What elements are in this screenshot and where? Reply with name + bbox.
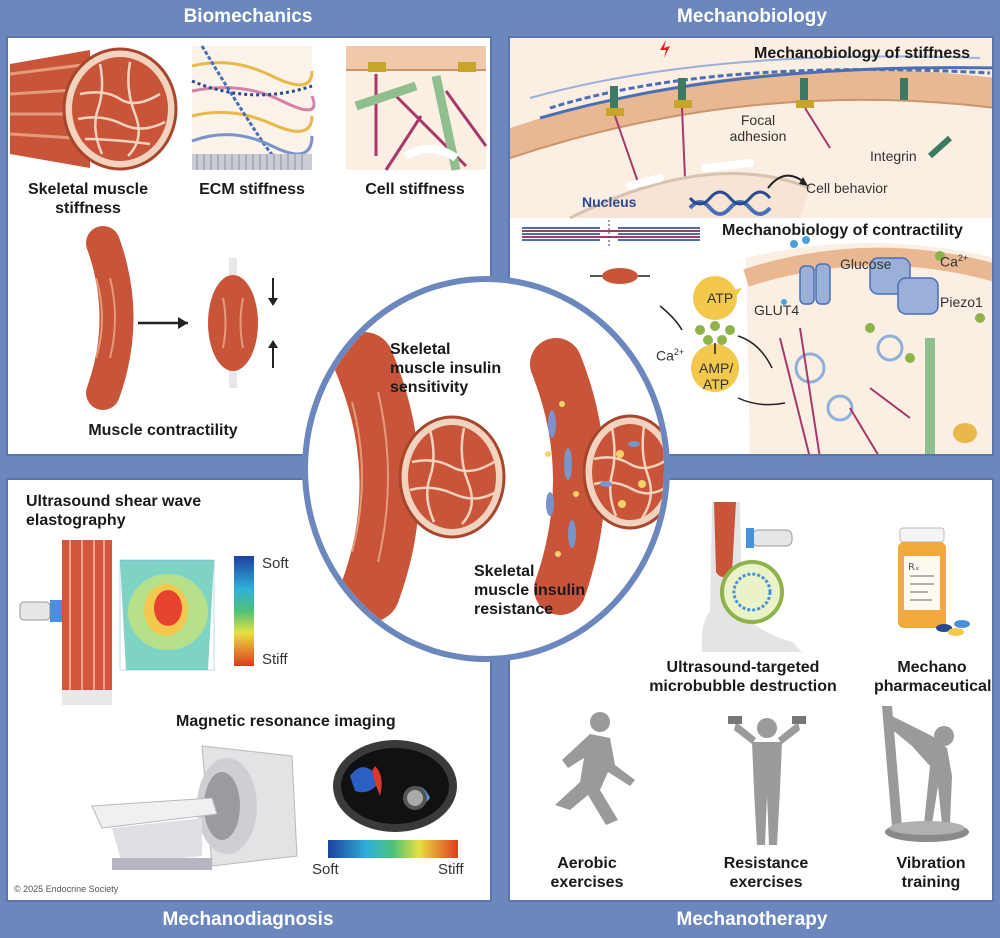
label-mechano-pharmaceuticals: Mechano pharmaceuticals <box>874 659 994 695</box>
label-glucose: Glucose <box>840 256 892 272</box>
elastography-illustration <box>19 540 215 705</box>
utmd-leg-illustration <box>701 502 802 652</box>
svg-text:Rₓ: Rₓ <box>908 562 919 573</box>
panel-biomechanics: Skeletal muscle stiffness ECM stiffness … <box>6 36 492 456</box>
panel-mechanotherapy: Ultrasound-targeted microbubble destruct… <box>508 478 994 902</box>
label-insulin-resistance: Skeletal muscle insulin resistance <box>474 563 586 618</box>
header-mechanotherapy: Mechanotherapy <box>676 909 828 930</box>
vibration-platform-silhouette <box>882 706 969 842</box>
title-mechanobiology-contractility: Mechanobiology of contractility <box>722 222 963 239</box>
label-nucleus: Nucleus <box>582 194 637 210</box>
label-insulin-sensitivity: Skeletal muscle insulin sensitivity <box>390 341 502 396</box>
header-biomechanics: Biomechanics <box>183 6 313 27</box>
label-atp: ATP <box>707 290 734 306</box>
title-mechanobiology-stiffness: Mechanobiology of stiffness <box>754 45 971 62</box>
elastography-colorbar <box>234 556 254 666</box>
contractility-pathway-illustration <box>522 220 992 454</box>
mri-scanner-illustration <box>91 745 298 870</box>
center-circle: Skeletal muscle insulin sensitivity Skel… <box>302 276 670 662</box>
cell-membrane-stiffness-illustration <box>510 38 992 220</box>
label-stiff-mri: Stiff <box>438 861 464 878</box>
label-focal-adhesion: Focal adhesion <box>729 112 787 144</box>
label-soft-mri: Soft <box>312 861 339 878</box>
label-glut4: GLUT4 <box>754 302 800 318</box>
label-ecm-stiffness: ECM stiffness <box>199 181 305 198</box>
weightlifter-silhouette <box>728 716 806 845</box>
label-cell-stiffness: Cell stiffness <box>365 181 465 198</box>
label-utmd: Ultrasound-targeted microbubble destruct… <box>649 659 837 695</box>
runner-silhouette <box>555 712 635 825</box>
label-muscle-contractility: Muscle contractility <box>88 422 238 439</box>
label-piezo1: Piezo1 <box>940 294 983 310</box>
label-cell-behavior: Cell behavior <box>806 180 888 196</box>
ecm-fibers-illustration <box>191 45 316 170</box>
insulin-resistant-muscle <box>530 338 664 615</box>
title-mri: Magnetic resonance imaging <box>176 713 396 730</box>
label-amp-atp: AMP/ATP <box>699 360 734 392</box>
label-ca-right: Ca2+ <box>940 253 969 270</box>
header-mechanobiology: Mechanobiology <box>677 6 827 27</box>
header-mechanodiagnosis: Mechanodiagnosis <box>162 909 334 930</box>
label-stiff-elastography: Stiff <box>262 651 288 668</box>
label-soft-elastography: Soft <box>262 555 289 572</box>
cell-cytoskeleton-illustration <box>346 46 488 171</box>
label-resistance-exercises: Resistance exercises <box>723 855 809 891</box>
mri-elastogram <box>333 740 457 832</box>
label-integrin: Integrin <box>870 148 917 164</box>
label-skeletal-muscle-stiffness: Skeletal muscle stiffness <box>27 181 149 217</box>
copyright-text: © 2025 Endocrine Society <box>14 884 119 894</box>
label-vibration-training: Vibration training <box>896 855 966 891</box>
skeletal-muscle-bundle-illustration <box>9 47 178 171</box>
label-ca-left: Ca2+ <box>656 347 685 364</box>
title-shear-wave-elastography: Ultrasound shear wave elastography <box>26 493 202 529</box>
muscle-contractility-illustration <box>86 226 278 410</box>
insulin-sensitive-muscle <box>334 332 506 622</box>
label-aerobic-exercises: Aerobic exercises <box>550 855 624 891</box>
mri-colorbar <box>328 840 458 858</box>
pill-bottle-illustration: Rₓ <box>898 527 970 636</box>
